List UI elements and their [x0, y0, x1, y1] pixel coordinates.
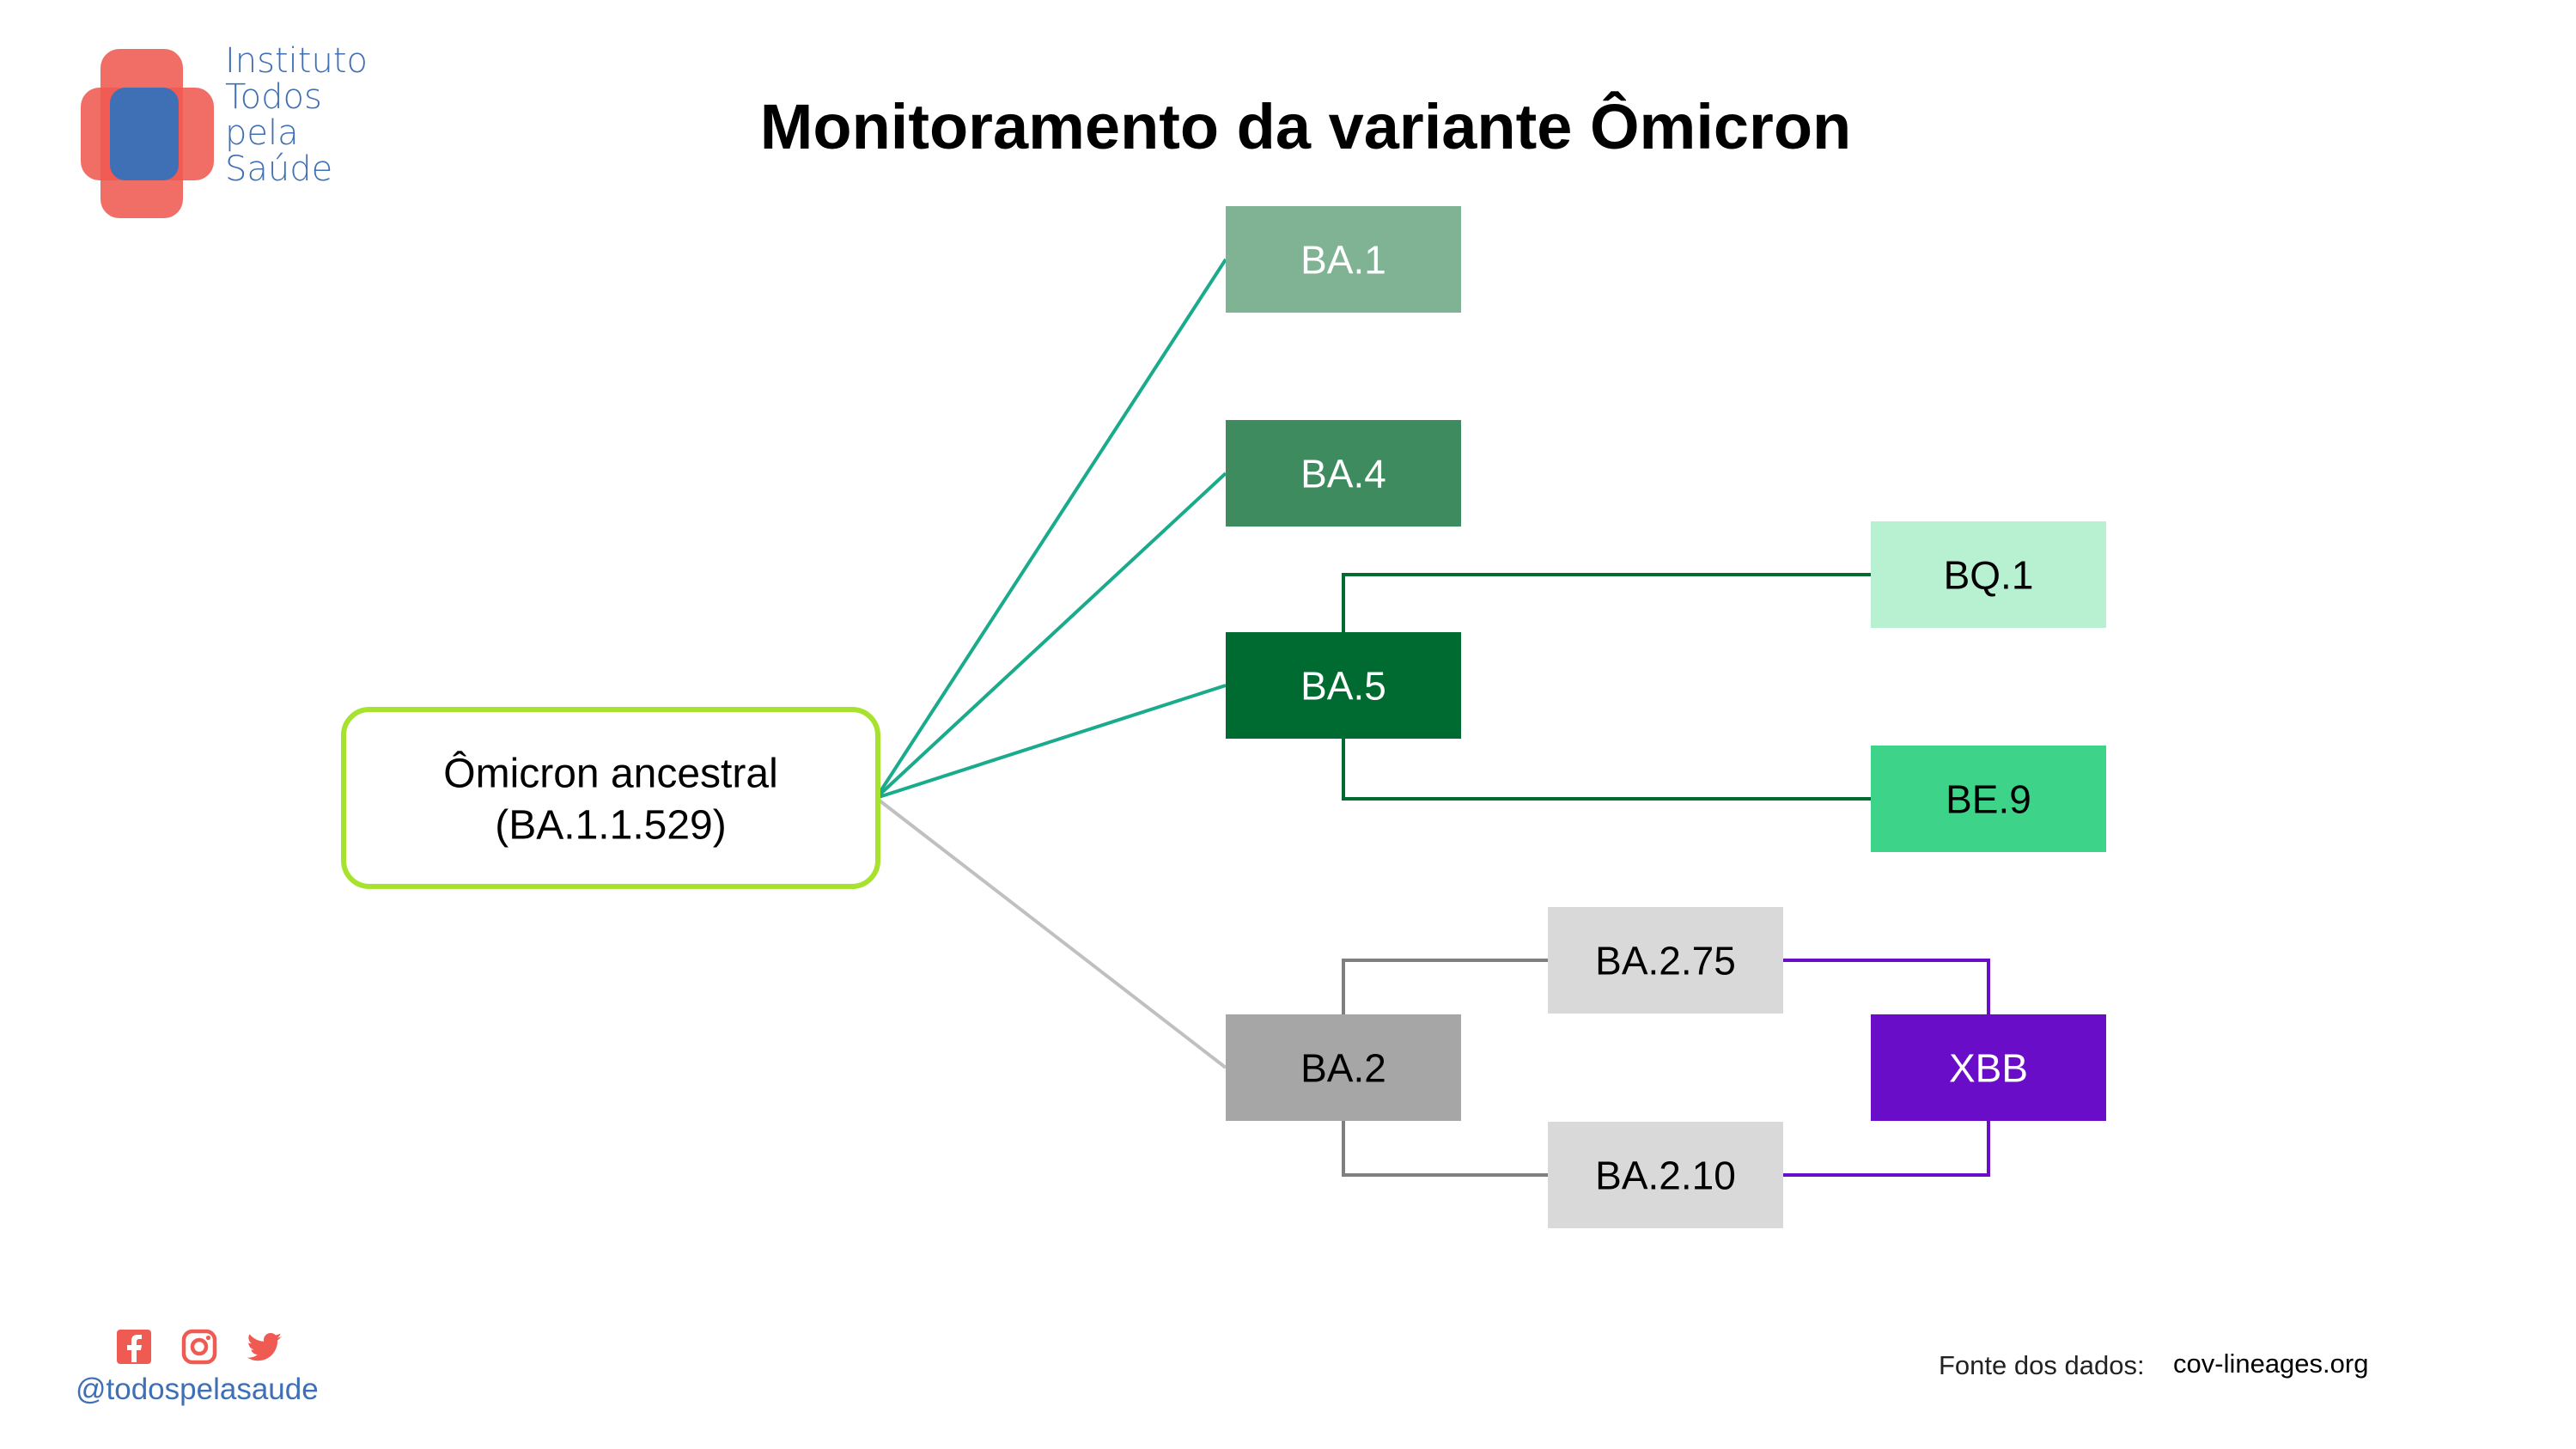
node-box: [1871, 1014, 2106, 1121]
edge-root-ba1: [874, 258, 1227, 800]
page-title: Monitoramento da variante Ômicron: [759, 91, 1852, 162]
logo-cross-icon: [81, 49, 214, 218]
edge-ba5-be9: [1342, 739, 1871, 801]
node-ba2: BA.2: [1226, 1014, 1461, 1121]
node-label: BE.9: [1946, 777, 2031, 822]
logo-line: pela: [225, 113, 299, 153]
node-xbb: XBB: [1871, 1014, 2106, 1121]
node-box: [1871, 746, 2106, 852]
node-label: BA.1: [1300, 238, 1386, 283]
logo-text: Instituto Todos pela Saúde: [225, 43, 368, 187]
instagram-icon[interactable]: [180, 1328, 218, 1366]
node-label: BA.2.10: [1595, 1154, 1736, 1198]
node-be9: BE.9: [1871, 746, 2106, 852]
node-label: (BA.1.1.529): [495, 802, 726, 848]
edge-ba275-xbb: [1783, 959, 1990, 1014]
edge-root-ba5: [875, 684, 1227, 800]
node-box: [1226, 420, 1461, 527]
node-label: XBB: [1949, 1046, 2028, 1091]
node-box: [1548, 1122, 1783, 1228]
logo-line: Instituto: [225, 41, 368, 81]
node-label: BA.2: [1300, 1046, 1386, 1091]
node-label: Ômicron ancestral: [443, 750, 777, 796]
edge-ba5-bq1: [1342, 573, 1871, 632]
edge-ba2-ba275: [1342, 959, 1548, 1014]
node-ba1: BA.1: [1226, 206, 1461, 313]
node-box: [1871, 521, 2106, 628]
node-ba210: BA.2.10: [1548, 1122, 1783, 1228]
social-handle[interactable]: @todospelasaude: [76, 1373, 319, 1406]
node-box: [1548, 907, 1783, 1014]
twitter-icon[interactable]: [246, 1328, 283, 1366]
node-ba5: BA.5: [1226, 632, 1461, 739]
node-root: Ômicron ancestral (BA.1.1.529): [341, 707, 880, 889]
edge-ba2-ba210: [1342, 1121, 1548, 1177]
source-label: Fonte dos dados:: [1939, 1350, 2145, 1380]
node-bq1: BQ.1: [1871, 521, 2106, 628]
edge-root-ba4: [874, 472, 1227, 800]
node-label: BA.2.75: [1595, 939, 1736, 983]
node-box: [341, 707, 880, 889]
facebook-icon[interactable]: [115, 1328, 153, 1366]
node-ba4: BA.4: [1226, 420, 1461, 527]
edge-ba210-xbb: [1783, 1121, 1990, 1177]
node-label: BQ.1: [1944, 553, 2034, 598]
logo-line: Todos: [225, 77, 322, 117]
node-label: BA.5: [1300, 664, 1386, 709]
social-links: [115, 1328, 283, 1366]
node-box: [1226, 1014, 1461, 1121]
source-link[interactable]: cov-lineages.org: [2173, 1349, 2369, 1379]
edge-root-ba2: [874, 796, 1227, 1069]
node-label: BA.4: [1300, 452, 1386, 496]
node-box: [1226, 206, 1461, 313]
node-box: [1226, 632, 1461, 739]
logo-line: Saúde: [225, 149, 333, 189]
node-ba275: BA.2.75: [1548, 907, 1783, 1014]
